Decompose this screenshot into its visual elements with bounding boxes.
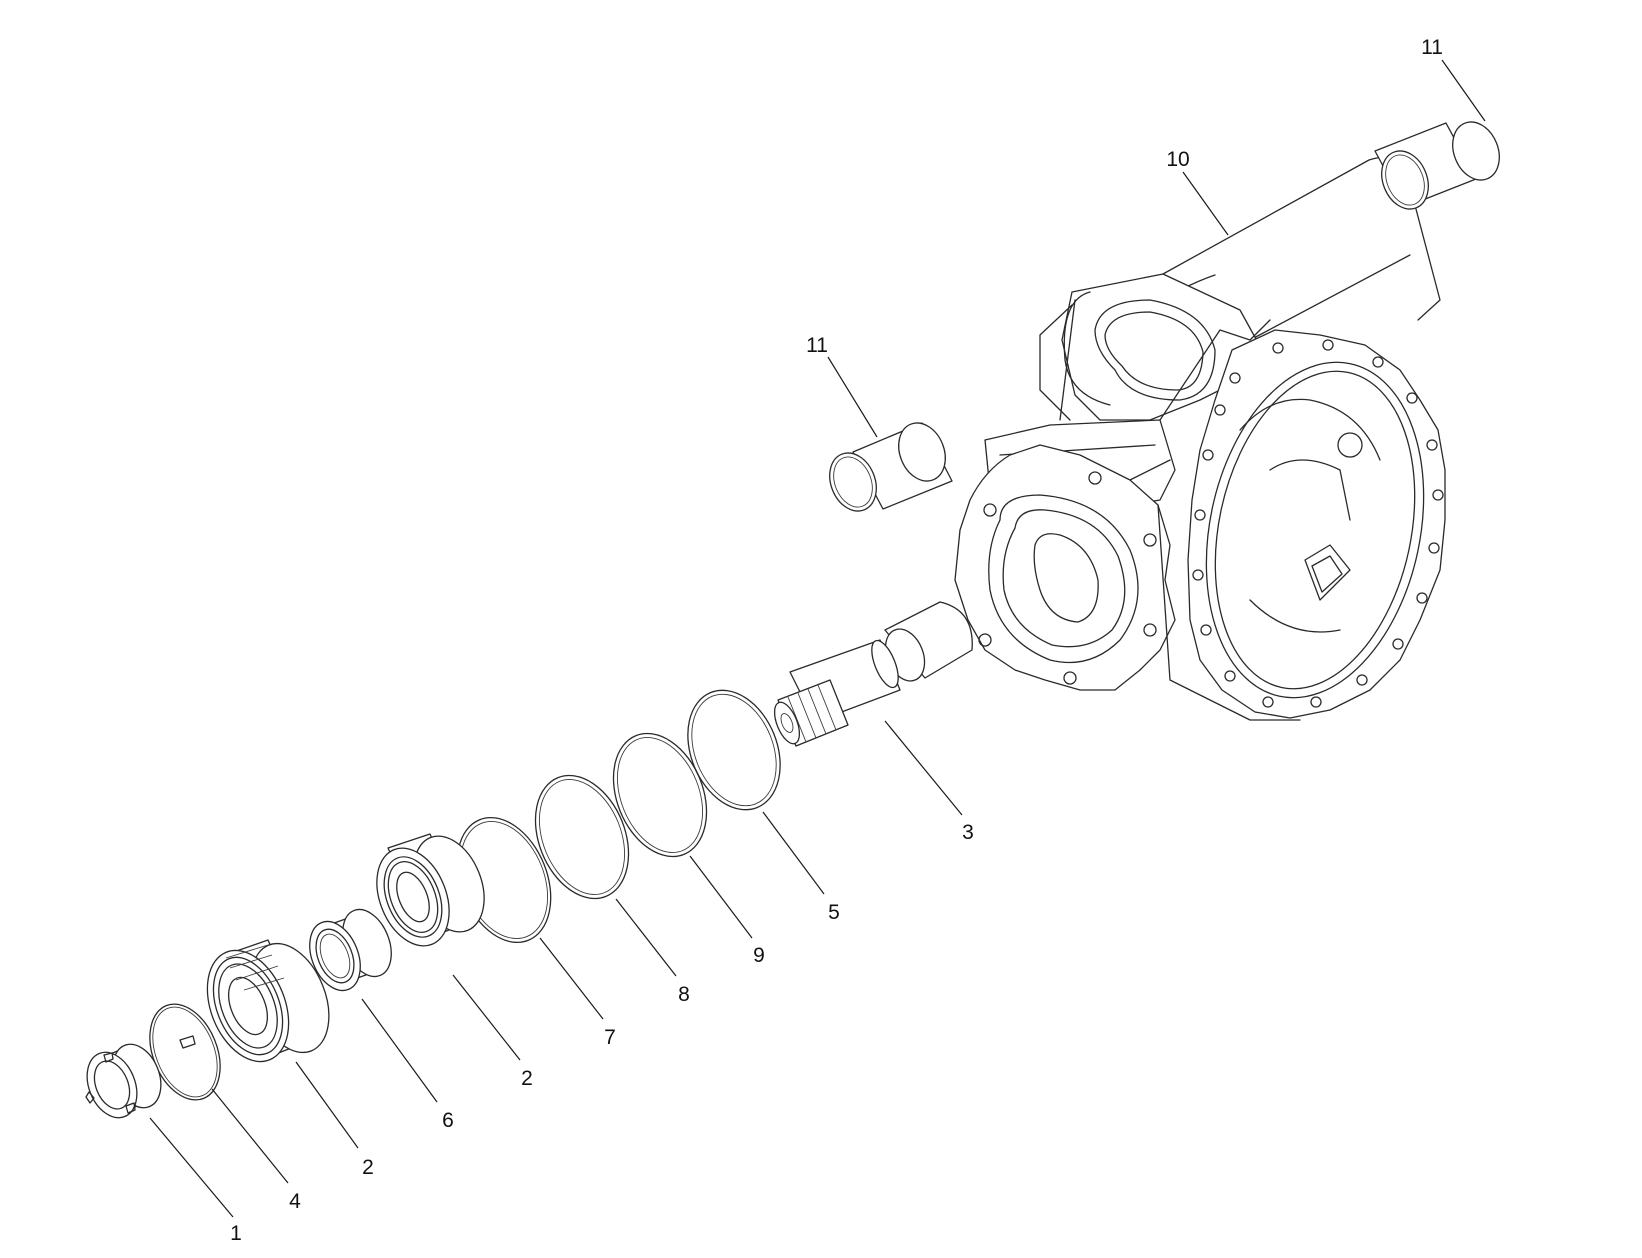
leader-6 xyxy=(361,998,438,1103)
callout-11-upper: 11 xyxy=(1421,36,1443,59)
part-6-spacer xyxy=(309,908,392,992)
callout-6: 6 xyxy=(442,1109,454,1132)
leader-3 xyxy=(884,720,963,816)
callout-3: 3 xyxy=(962,821,974,844)
leader-lines xyxy=(149,59,1486,1218)
callout-8: 8 xyxy=(678,983,690,1006)
leader-9 xyxy=(689,855,753,939)
leader-11a xyxy=(1441,59,1486,122)
leader-7 xyxy=(539,937,604,1020)
leader-8 xyxy=(615,898,677,977)
leader-2a xyxy=(295,1061,359,1149)
callout-11-lower: 11 xyxy=(806,334,828,357)
part-2-bearing-lower xyxy=(206,939,330,1063)
part-5-ring xyxy=(687,689,781,811)
leader-4 xyxy=(211,1088,289,1184)
callout-2-lower: 2 xyxy=(362,1156,374,1179)
callout-4: 4 xyxy=(289,1190,301,1213)
part-8-ring xyxy=(534,774,630,900)
callout-5: 5 xyxy=(828,901,840,924)
callout-9: 9 xyxy=(753,944,765,967)
callout-10: 10 xyxy=(1166,148,1189,171)
leader-11b xyxy=(827,356,878,438)
leader-2b xyxy=(452,974,521,1061)
callout-1: 1 xyxy=(230,1222,242,1245)
leader-5 xyxy=(762,811,825,895)
leader-1 xyxy=(149,1117,234,1218)
part-2-bearing-upper xyxy=(376,833,485,947)
part-11-bushing-upper xyxy=(1374,121,1500,210)
part-1-slotted-nut xyxy=(85,1043,162,1119)
part-3-pinion-shaft xyxy=(773,601,973,747)
callout-7: 7 xyxy=(604,1026,616,1049)
part-10-axle-housing xyxy=(954,156,1446,721)
part-9-ring xyxy=(612,732,708,858)
leader-10 xyxy=(1182,171,1229,236)
callout-labels: 1 4 2 6 2 7 8 9 5 3 10 11 11 xyxy=(230,36,1443,1245)
callout-2-upper: 2 xyxy=(521,1067,533,1090)
part-11-bushing-lower xyxy=(829,422,953,512)
